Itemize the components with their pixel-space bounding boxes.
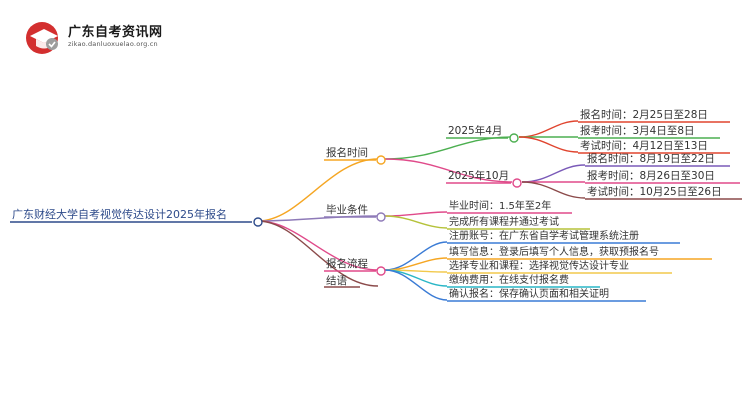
apr-item-3: 考试时间：4月12日至13日 (580, 139, 708, 152)
edge-time-apr (384, 136, 513, 160)
oct-item-2: 报考时间：8月26日至30日 (587, 169, 715, 182)
oct-item-1: 报名时间：8月19日至22日 (587, 152, 715, 165)
edge-root-conclusion (257, 220, 379, 287)
edge-grad-2 (384, 215, 448, 229)
edge-root-time (257, 158, 379, 222)
branch-conclusion-label: 结语 (326, 274, 347, 287)
process-node (376, 266, 386, 276)
apr-label: 2025年4月 (448, 124, 502, 137)
site-logo-icon (24, 20, 64, 56)
edge-proc-5 (384, 269, 448, 301)
proc-item-1: 注册账号：在广东省自学考试管理系统注册 (449, 229, 639, 242)
site-url: zikao.danluoxuelao.org.cn (68, 40, 158, 48)
proc-item-4: 缴纳费用：在线支付报名费 (449, 273, 569, 286)
proc-item-5: 确认报名：保存确认页面和相关证明 (449, 287, 609, 300)
root-label: 广东财经大学自考视觉传达设计2025年报名 (12, 207, 227, 221)
edge-oct-3 (521, 181, 586, 199)
edge-time-oct (384, 158, 513, 183)
time-node (376, 155, 386, 165)
apr-item-1: 报名时间：2月25日至28日 (580, 108, 708, 121)
edge-grad-1 (384, 211, 448, 217)
proc-item-3: 选择专业和课程：选择视觉传达设计专业 (449, 259, 629, 272)
edge-apr-1 (518, 120, 579, 138)
branch-time-label: 报名时间 (326, 146, 368, 159)
edge-proc-1 (384, 241, 448, 271)
apr-item-2: 报考时间：3月4日至8日 (580, 124, 695, 137)
grad-node (376, 212, 386, 222)
grad-item-1: 毕业时间：1.5年至2年 (449, 199, 551, 212)
oct-item-3: 考试时间：10月25日至26日 (587, 185, 722, 198)
edge-oct-1 (521, 164, 586, 183)
branch-process-label: 报名流程 (326, 257, 368, 270)
edge-apr-3 (518, 136, 579, 153)
proc-item-2: 填写信息：登录后填写个人信息，获取预报名号 (449, 245, 659, 258)
root-node (253, 217, 263, 227)
branch-grad-label: 毕业条件 (326, 203, 368, 216)
apr-node (509, 133, 519, 143)
site-title: 广东自考资讯网 (68, 25, 163, 40)
edge-root-grad (257, 215, 379, 222)
grad-item-2: 完成所有课程并通过考试 (449, 215, 559, 228)
oct-node (512, 178, 522, 188)
oct-label: 2025年10月 (448, 169, 509, 182)
